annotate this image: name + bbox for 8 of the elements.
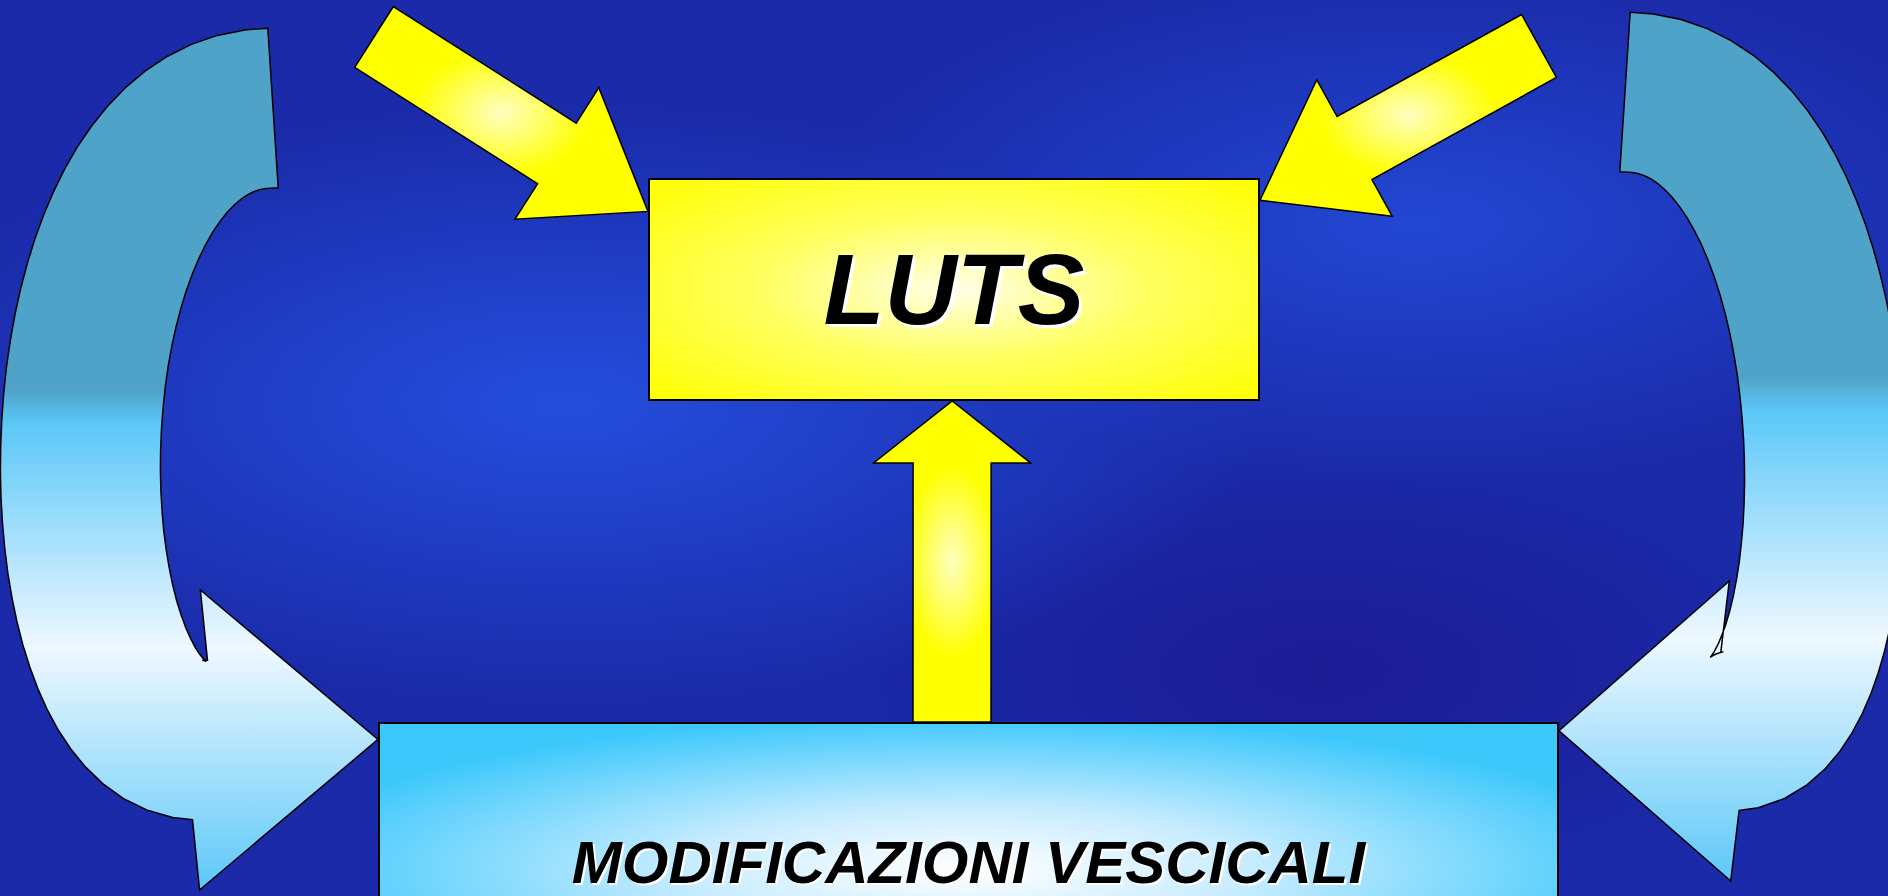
block-arrow: [1557, 11, 1888, 883]
box-label: LUTS: [823, 237, 1085, 342]
block-arrow: [1258, 13, 1558, 218]
block-arrow: [871, 400, 1033, 723]
text-box: [648, 178, 1260, 401]
text-box: [378, 722, 1559, 896]
box-label: MODIFICAZIONI VESCICALI: [571, 831, 1366, 894]
block-arrow: [353, 5, 650, 221]
